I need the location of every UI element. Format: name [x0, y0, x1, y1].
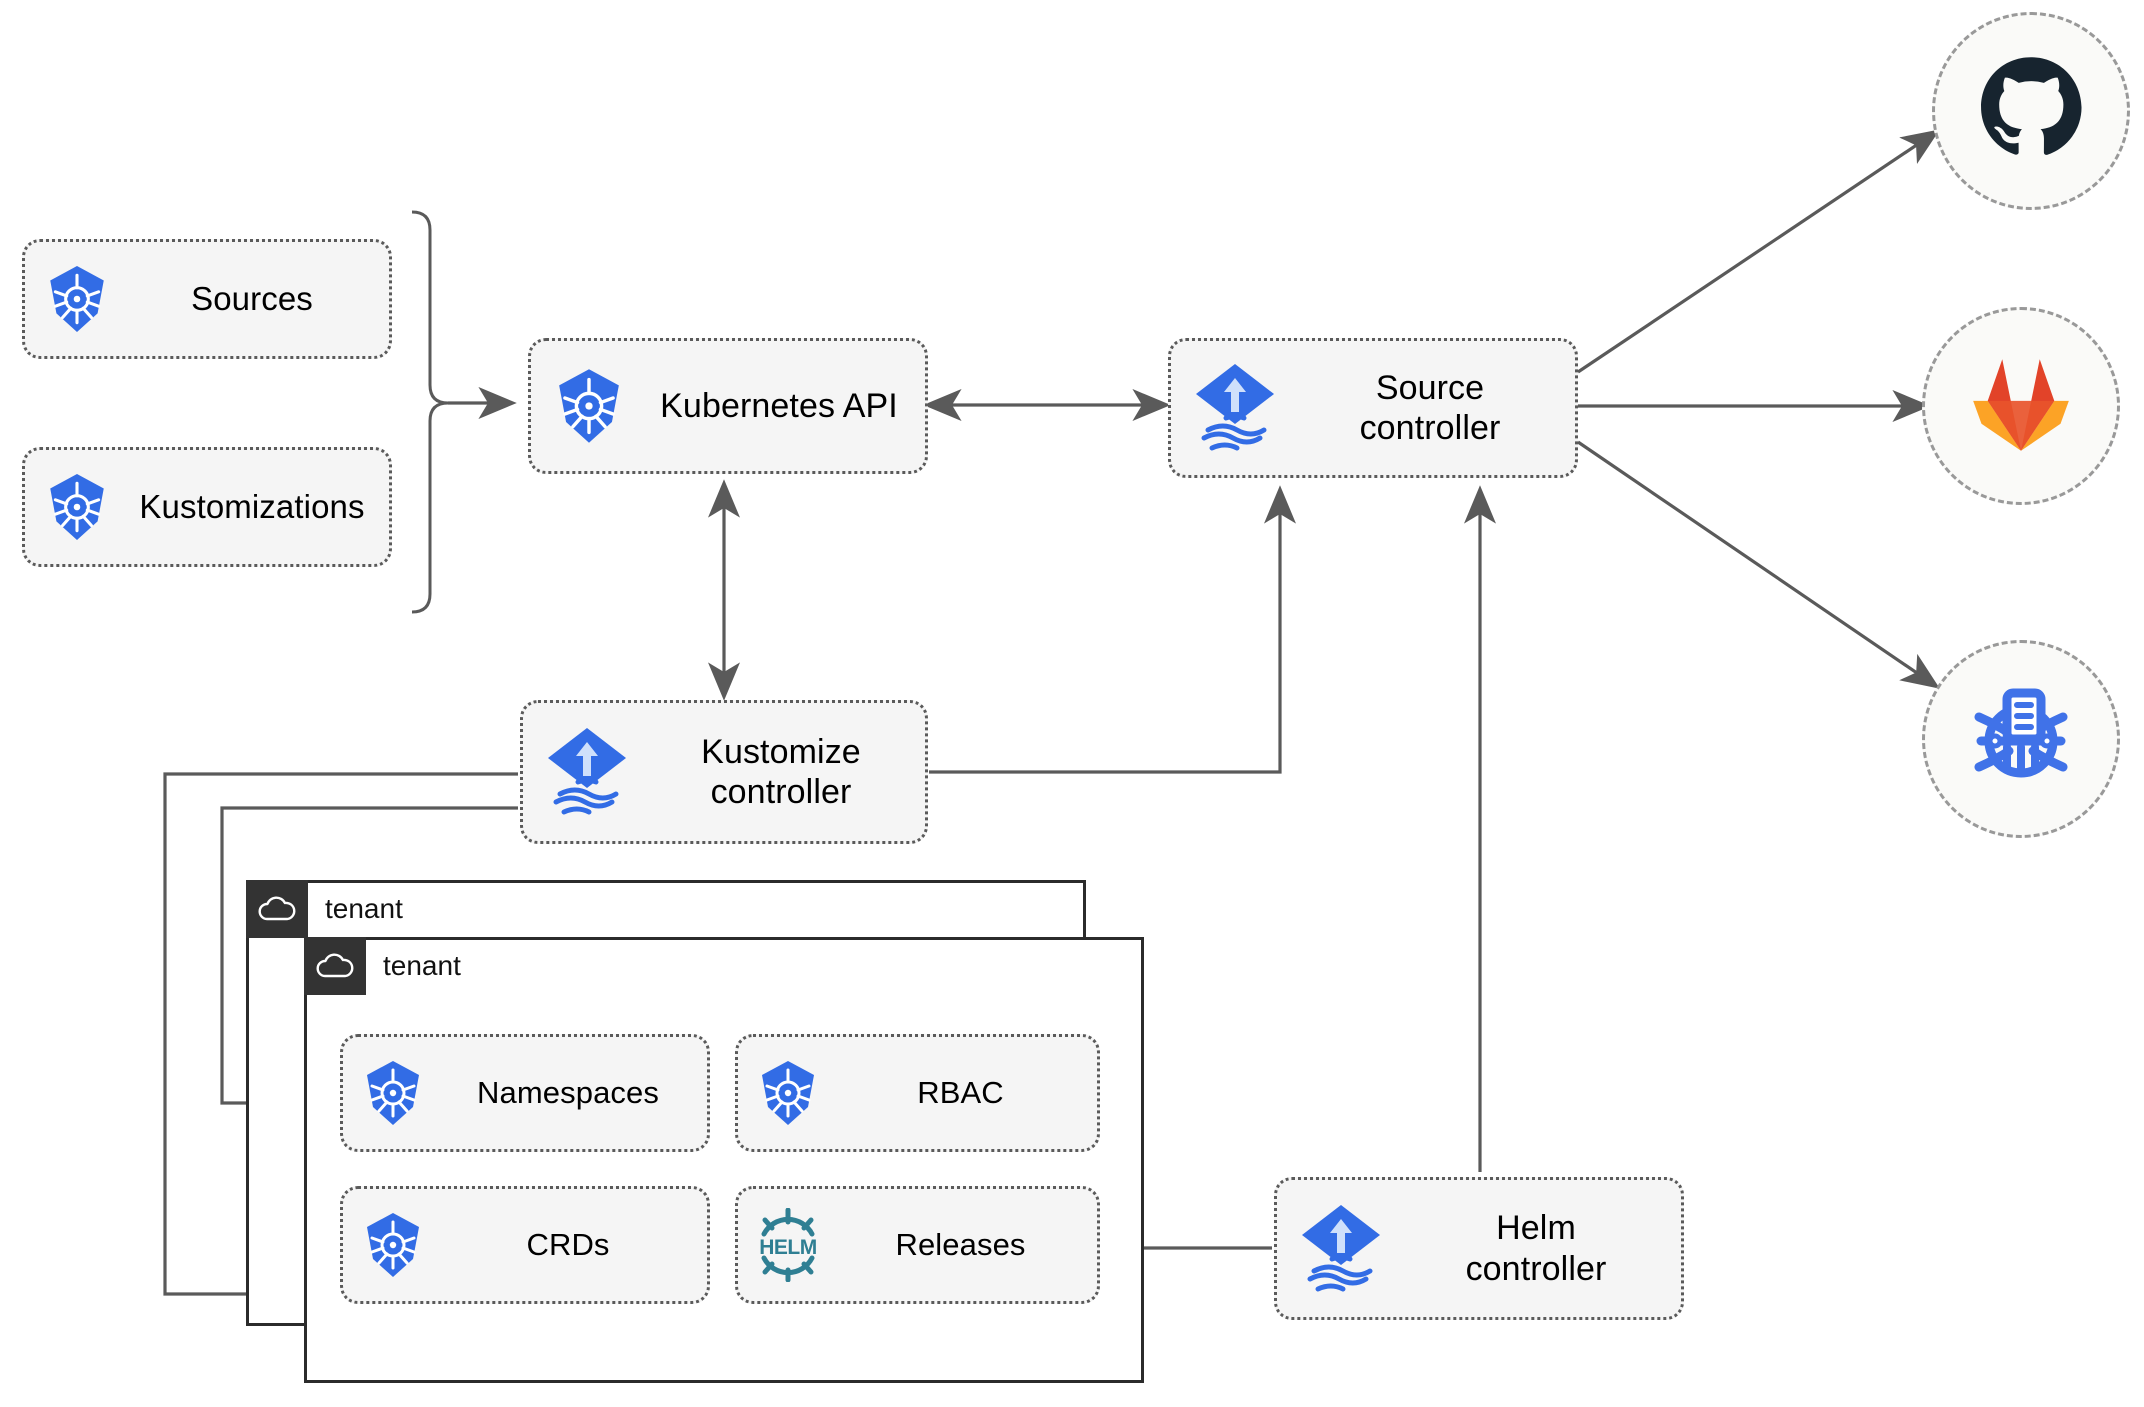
node-kubernetes-api[interactable]: Kubernetes API — [528, 338, 928, 474]
tenant-item-label: RBAC — [917, 1074, 1004, 1110]
resource-label: Kustomizations — [139, 487, 365, 525]
helm-icon: HELM — [738, 1208, 838, 1282]
tenant-item-namespaces[interactable]: Namespaces — [340, 1034, 710, 1152]
github-icon — [1977, 55, 2085, 168]
cloud-icon — [246, 880, 308, 938]
tenant-label: tenant — [325, 893, 403, 924]
tenant-item-label: Releases — [895, 1226, 1026, 1262]
gitlab-icon — [1969, 355, 2073, 458]
resource-label: Sources — [191, 279, 313, 317]
node-label: Kubernetes API — [660, 386, 898, 425]
svg-text:HELM: HELM — [759, 1236, 817, 1259]
tenant-item-rbac[interactable]: RBAC — [735, 1034, 1100, 1152]
helm-repository-icon — [1963, 681, 2079, 798]
node-label: Helm controller — [1465, 1209, 1607, 1288]
flux-icon — [1277, 1201, 1405, 1297]
node-label: Source controller — [1359, 368, 1501, 447]
tenant-item-label: CRDs — [526, 1226, 610, 1262]
kubernetes-icon — [343, 1059, 443, 1127]
kubernetes-icon — [25, 472, 129, 542]
tenant-item-crds[interactable]: CRDs — [340, 1186, 710, 1304]
kubernetes-icon — [343, 1211, 443, 1279]
flux-icon — [523, 724, 651, 820]
resource-card-kustomizations[interactable]: Kustomizations — [22, 447, 392, 567]
provider-gitlab[interactable] — [1922, 307, 2120, 505]
flux-icon — [1171, 360, 1299, 456]
kubernetes-icon — [738, 1059, 838, 1127]
resource-card-sources[interactable]: Sources — [22, 239, 392, 359]
kubernetes-icon — [531, 367, 647, 445]
cloud-icon — [304, 937, 366, 995]
provider-helm-repository[interactable] — [1922, 640, 2120, 838]
tenant-item-label: Namespaces — [477, 1074, 659, 1110]
provider-github[interactable] — [1932, 12, 2130, 210]
kubernetes-icon — [25, 264, 129, 334]
node-kustomize-controller[interactable]: Kustomize controller — [520, 700, 928, 844]
node-source-controller[interactable]: Source controller — [1168, 338, 1578, 478]
tenant-header: tenant — [246, 880, 403, 938]
tenant-header: tenant — [304, 937, 461, 995]
node-label: Kustomize controller — [701, 732, 861, 811]
node-helm-controller[interactable]: Helm controller — [1274, 1177, 1684, 1320]
tenant-container-inner[interactable]: tenant — [304, 937, 1144, 1383]
tenant-label: tenant — [383, 950, 461, 981]
tenant-item-releases[interactable]: HELM Releases — [735, 1186, 1100, 1304]
